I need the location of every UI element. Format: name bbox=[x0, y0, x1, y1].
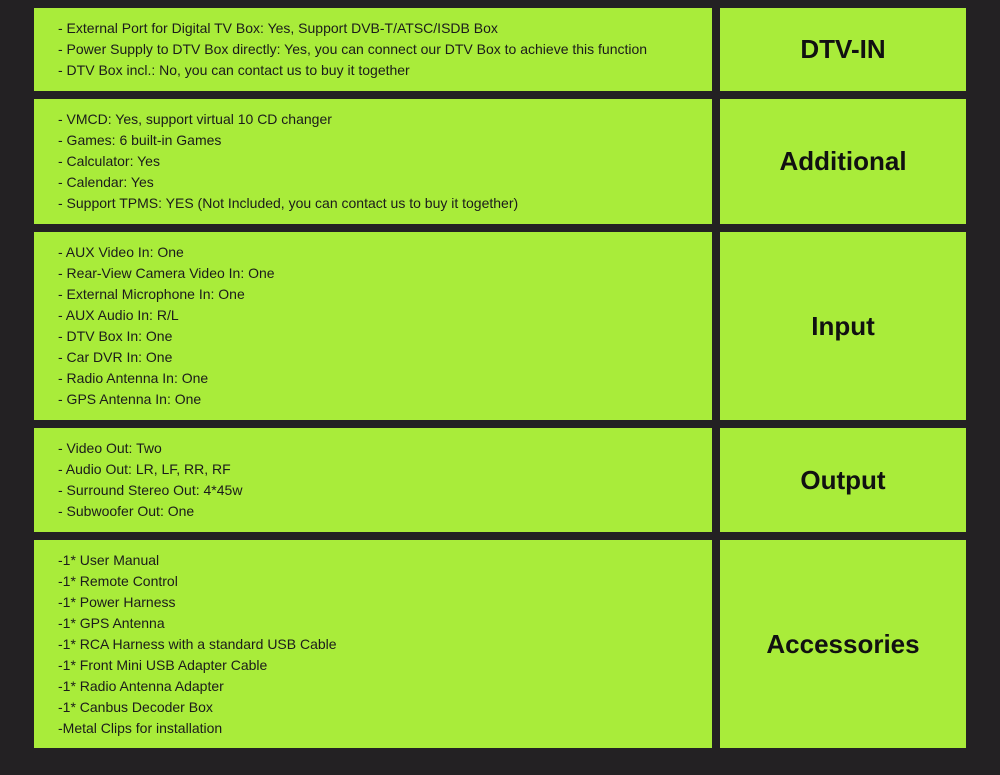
spec-line: -1* Canbus Decoder Box bbox=[58, 699, 213, 715]
spec-line: - Support TPMS: YES (Not Included, you c… bbox=[58, 195, 519, 211]
spec-line: - DTV Box In: One bbox=[58, 328, 173, 344]
spec-details-dtv-in: - External Port for Digital TV Box: Yes,… bbox=[34, 8, 712, 91]
spec-line: -1* GPS Antenna bbox=[58, 615, 165, 631]
spec-line: -1* Radio Antenna Adapter bbox=[58, 678, 224, 694]
spec-line: -Metal Clips for installation bbox=[58, 720, 223, 736]
spec-row-accessories: -1* User Manual -1* Remote Control -1* P… bbox=[34, 540, 966, 748]
spec-line: - Audio Out: LR, LF, RR, RF bbox=[58, 461, 231, 477]
spec-line: - GPS Antenna In: One bbox=[58, 391, 202, 407]
spec-line: - Radio Antenna In: One bbox=[58, 370, 209, 386]
spec-line: - Calculator: Yes bbox=[58, 153, 160, 169]
spec-line: - AUX Video In: One bbox=[58, 244, 184, 260]
category-label-additional: Additional bbox=[720, 99, 966, 224]
spec-row-input: - AUX Video In: One - Rear-View Camera V… bbox=[34, 232, 966, 420]
spec-line: - Surround Stereo Out: 4*45w bbox=[58, 482, 243, 498]
spec-line: -1* Power Harness bbox=[58, 594, 176, 610]
spec-line: - AUX Audio In: R/L bbox=[58, 307, 179, 323]
spec-row-output: - Video Out: Two - Audio Out: LR, LF, RR… bbox=[34, 428, 966, 532]
spec-line: - Subwoofer Out: One bbox=[58, 503, 195, 519]
spec-line: - Power Supply to DTV Box directly: Yes,… bbox=[58, 41, 648, 57]
spec-line: - Car DVR In: One bbox=[58, 349, 173, 365]
category-label-output: Output bbox=[720, 428, 966, 532]
spec-row-additional: - VMCD: Yes, support virtual 10 CD chang… bbox=[34, 99, 966, 224]
spec-line: - Games: 6 built-in Games bbox=[58, 132, 222, 148]
spec-line: - DTV Box incl.: No, you can contact us … bbox=[58, 62, 410, 78]
spec-line: - Video Out: Two bbox=[58, 440, 162, 456]
spec-line: - External Microphone In: One bbox=[58, 286, 245, 302]
category-label-input: Input bbox=[720, 232, 966, 420]
spec-line: - Calendar: Yes bbox=[58, 174, 154, 190]
spec-details-output: - Video Out: Two - Audio Out: LR, LF, RR… bbox=[34, 428, 712, 532]
spec-details-additional: - VMCD: Yes, support virtual 10 CD chang… bbox=[34, 99, 712, 224]
category-label-dtv-in: DTV-IN bbox=[720, 8, 966, 91]
spec-line: -1* RCA Harness with a standard USB Cabl… bbox=[58, 636, 337, 652]
spec-table: - External Port for Digital TV Box: Yes,… bbox=[34, 8, 966, 756]
spec-line: -1* Remote Control bbox=[58, 573, 178, 589]
spec-line: - External Port for Digital TV Box: Yes,… bbox=[58, 20, 498, 36]
category-label-accessories: Accessories bbox=[720, 540, 966, 748]
spec-line: -1* Front Mini USB Adapter Cable bbox=[58, 657, 268, 673]
spec-details-input: - AUX Video In: One - Rear-View Camera V… bbox=[34, 232, 712, 420]
spec-line: - Rear-View Camera Video In: One bbox=[58, 265, 275, 281]
spec-line: - VMCD: Yes, support virtual 10 CD chang… bbox=[58, 111, 332, 127]
spec-line: -1* User Manual bbox=[58, 552, 160, 568]
spec-details-accessories: -1* User Manual -1* Remote Control -1* P… bbox=[34, 540, 712, 748]
spec-row-dtv-in: - External Port for Digital TV Box: Yes,… bbox=[34, 8, 966, 91]
